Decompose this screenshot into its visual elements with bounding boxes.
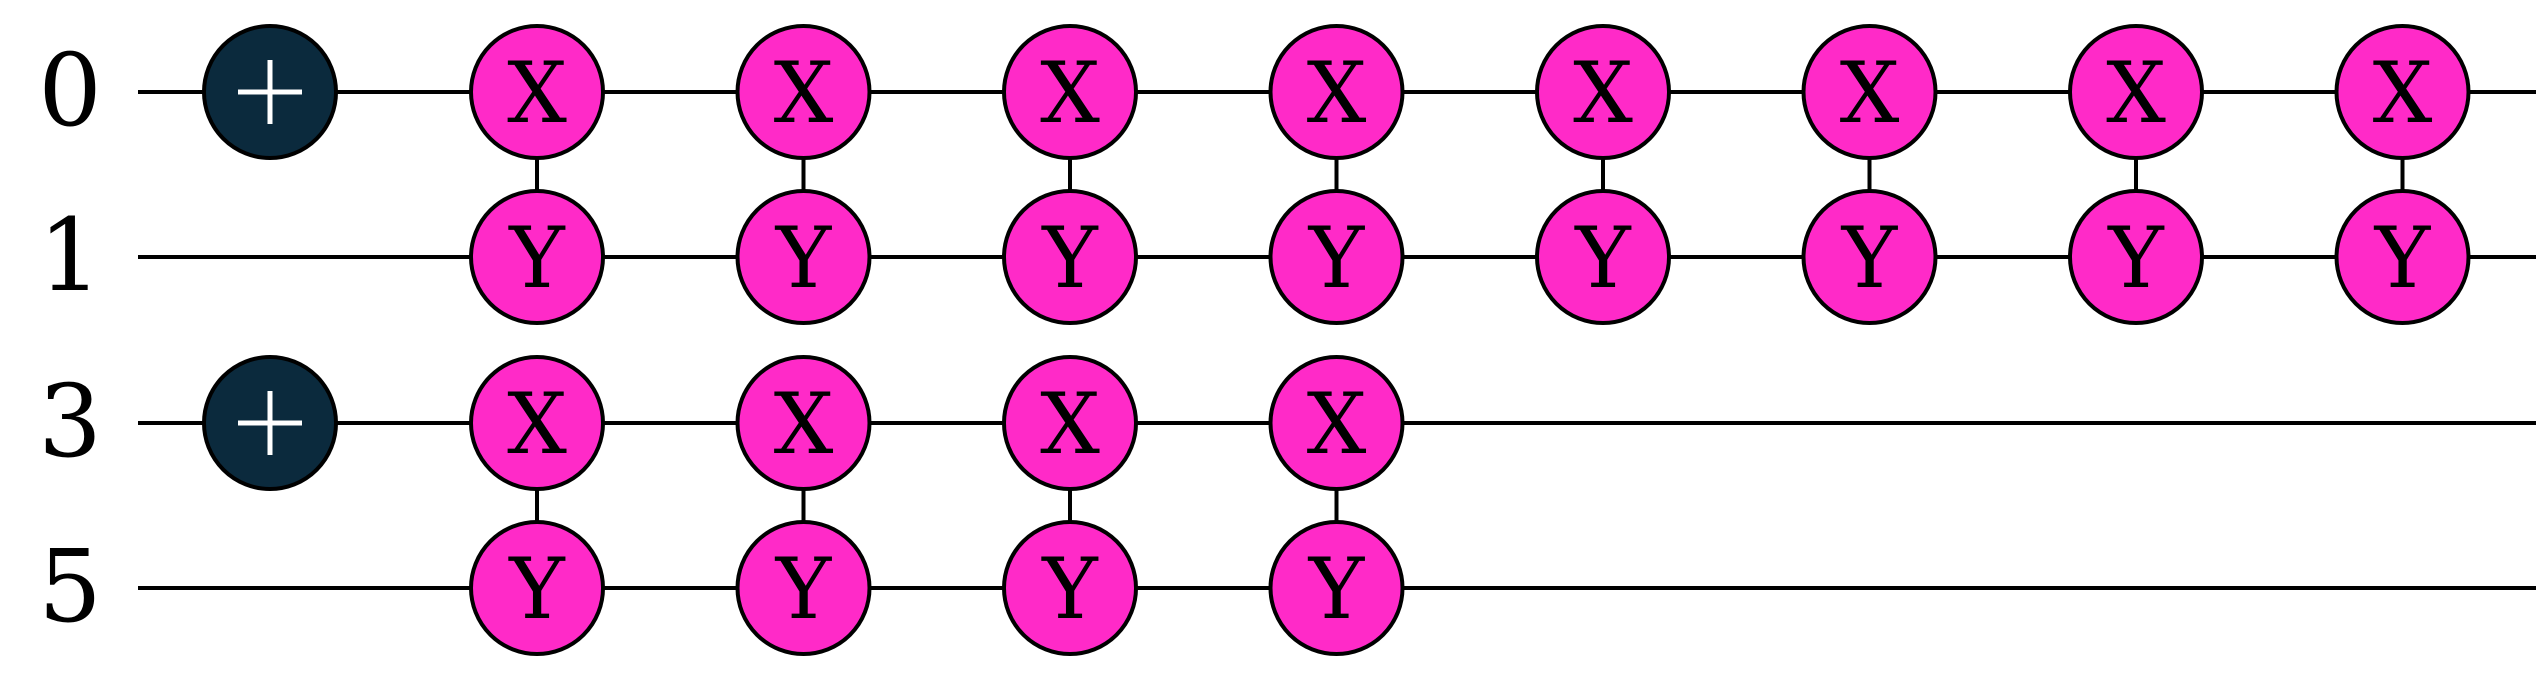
reset-gate xyxy=(202,24,338,160)
pauli-gate-label: Y xyxy=(1041,209,1099,307)
pauli-gate-label: Y xyxy=(775,209,833,307)
xy-gate: XY xyxy=(1801,24,1938,325)
pauli-gate-circle xyxy=(1268,520,1405,656)
pauli-gate-circle xyxy=(735,24,872,160)
pauli-gate-label: Y xyxy=(508,540,566,638)
links-layer xyxy=(535,158,2405,522)
pauli-gate-circle xyxy=(2068,189,2204,325)
pauli-gate-circle xyxy=(1801,189,1938,325)
xy-gate: XY xyxy=(1535,24,1671,325)
pauli-gate-label: X xyxy=(507,375,567,473)
pauli-gate-circle xyxy=(735,355,872,491)
reset-gate xyxy=(202,355,338,491)
pauli-gate-label: Y xyxy=(2107,209,2165,307)
pauli-gate-circle xyxy=(1535,24,1671,160)
pauli-gate-circle xyxy=(1268,189,1405,325)
pauli-gate-label: X xyxy=(1840,44,1900,142)
pauli-gate-circle xyxy=(2068,24,2204,160)
pauli-gate-circle xyxy=(469,355,605,491)
pauli-gate-circle xyxy=(735,520,872,656)
xy-gate: XY xyxy=(735,24,872,325)
pauli-gate-label: X xyxy=(2373,44,2433,142)
pauli-gate-label: X xyxy=(1040,375,1100,473)
plus-icon xyxy=(238,60,302,124)
xy-gate: XY xyxy=(1268,24,1405,325)
wire-label: 5 xyxy=(38,528,102,645)
pauli-gate-circle xyxy=(1268,355,1405,491)
pauli-gate-circle xyxy=(1002,24,1138,160)
pauli-gate-label: X xyxy=(507,44,567,142)
xy-gate: XY xyxy=(1268,355,1405,656)
pauli-gate-label: Y xyxy=(1574,209,1632,307)
pauli-gate-circle xyxy=(1268,24,1405,160)
pauli-gate-label: Y xyxy=(1308,540,1366,638)
pauli-gate-circle xyxy=(735,189,872,325)
pauli-gate-circle xyxy=(2334,189,2471,325)
xy-gate: XY xyxy=(735,355,872,656)
pauli-gate-label: Y xyxy=(1841,209,1899,307)
pauli-gate-circle xyxy=(2334,24,2471,160)
wire-label: 3 xyxy=(38,363,102,480)
pauli-gate-circle xyxy=(1801,24,1938,160)
pauli-gate-label: X xyxy=(774,44,834,142)
wire-label: 0 xyxy=(38,32,102,149)
pauli-gate-circle xyxy=(1002,189,1138,325)
pauli-gate-label: Y xyxy=(508,209,566,307)
pauli-gate-label: Y xyxy=(1308,209,1366,307)
labels-layer: 0 1 3 5 xyxy=(38,32,102,645)
pauli-gate-label: X xyxy=(1307,44,1367,142)
pauli-gate-circle xyxy=(1002,355,1138,491)
xy-gate: XY xyxy=(1002,355,1138,656)
pauli-gate-label: Y xyxy=(2374,209,2432,307)
pauli-gate-label: X xyxy=(1573,44,1633,142)
pauli-gate-label: Y xyxy=(1041,540,1099,638)
xy-gate: XY xyxy=(2334,24,2471,325)
xy-gate: XY xyxy=(469,24,605,325)
pauli-gate-label: X xyxy=(1040,44,1100,142)
plus-icon xyxy=(238,391,302,455)
xy-gate: XY xyxy=(1002,24,1138,325)
pauli-gate-label: X xyxy=(774,375,834,473)
pauli-gate-label: X xyxy=(1307,375,1367,473)
pauli-gate-label: X xyxy=(2106,44,2166,142)
wire-label: 1 xyxy=(38,197,102,314)
xy-gate: XY xyxy=(469,355,605,656)
pauli-gate-circle xyxy=(469,189,605,325)
pauli-gate-label: Y xyxy=(775,540,833,638)
pauli-gate-circle xyxy=(469,24,605,160)
pauli-gate-circle xyxy=(1002,520,1138,656)
pauli-gate-circle xyxy=(469,520,605,656)
pauli-gate-circle xyxy=(1535,189,1671,325)
xy-gate: XY xyxy=(2068,24,2204,325)
